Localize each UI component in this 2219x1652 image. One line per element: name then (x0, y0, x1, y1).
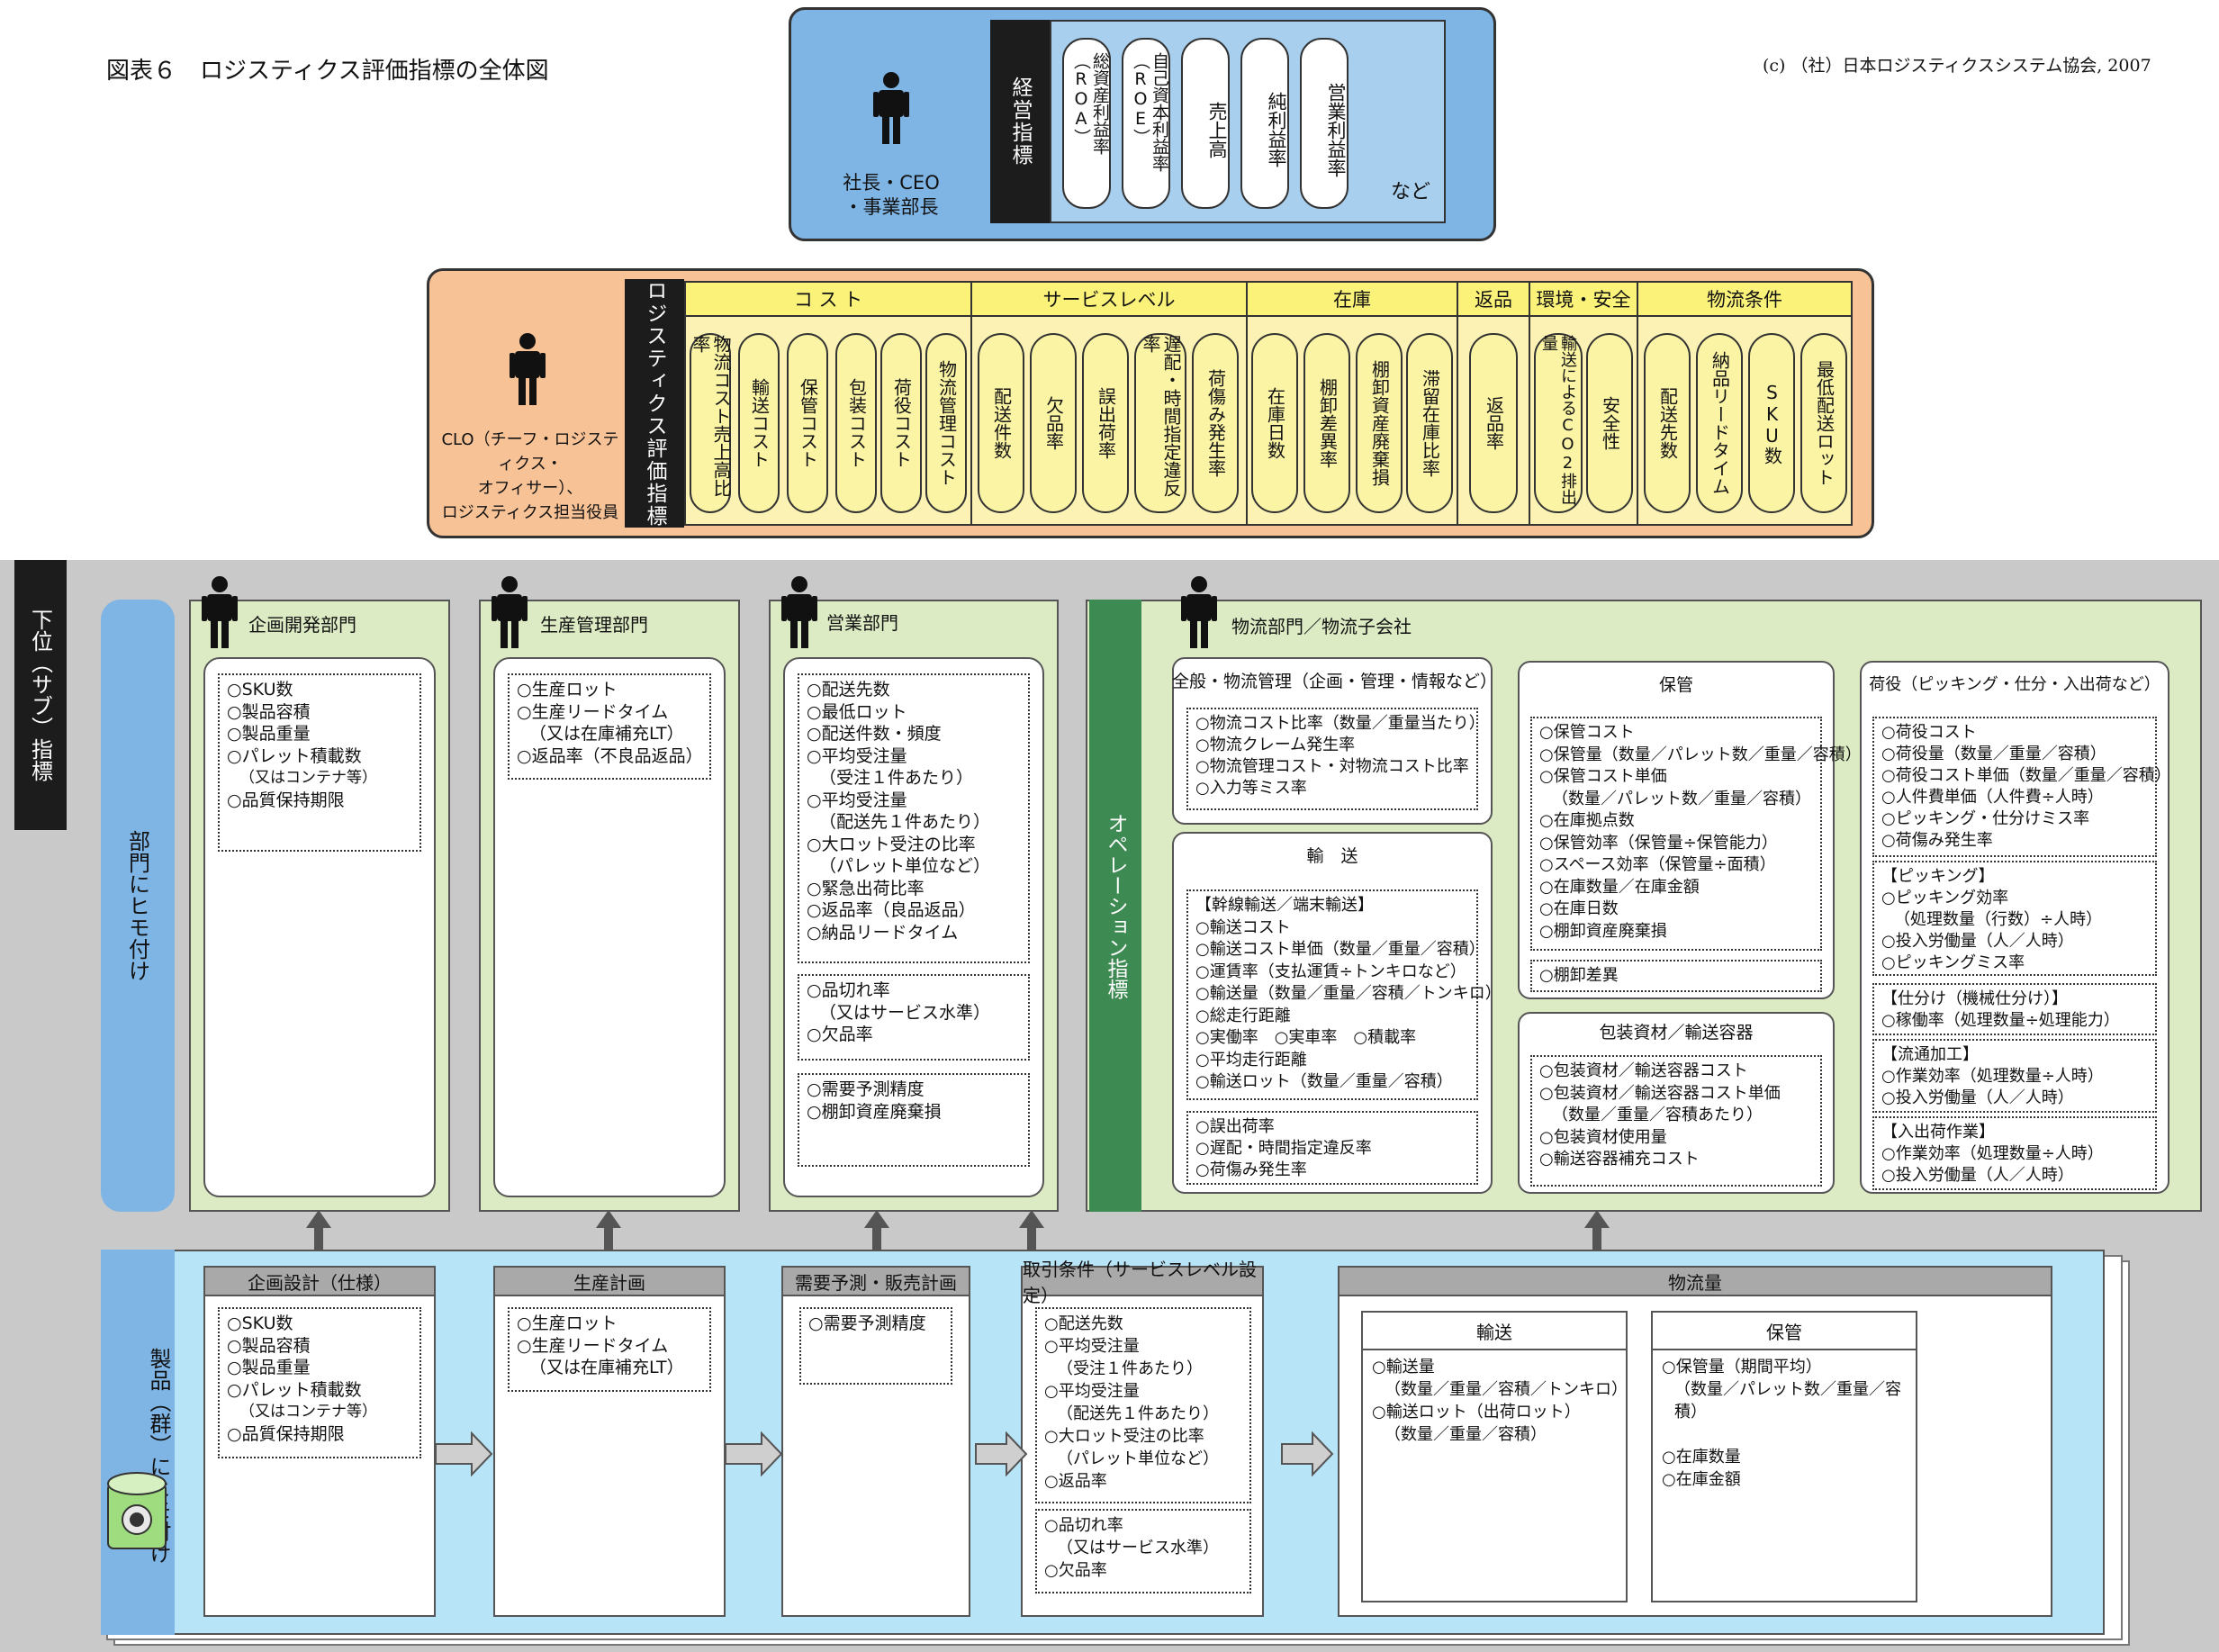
product-sub (1361, 1311, 1628, 1602)
clo-item: 欠品率 (1030, 333, 1077, 513)
product-link-label: 製品（群）にヒモ付け (101, 1250, 175, 1635)
dept-list: ○品切れ率（又はサービス水準）○欠品率 (798, 974, 1030, 1061)
metric-list: ○誤出荷率○遅配・時間指定違反率○荷傷み発生率 (1186, 1111, 1478, 1185)
product-col-title: 需要予測・販売計画 (781, 1266, 970, 1296)
person-icon (781, 569, 817, 655)
washing-machine-icon (103, 1466, 173, 1552)
metric-list: ○荷役コスト○荷役量（数量／重量／容積）○荷役コスト単価（数量／重量／容積）○人… (1872, 717, 2157, 857)
dept-title: 企画開発部門 (248, 610, 356, 636)
page-title: 図表６ ロジスティクス評価指標の全体図 (106, 52, 549, 86)
dept-title: 営業部門 (826, 609, 898, 635)
person-icon (492, 569, 528, 655)
metric-list: 【仕分け（機械仕分け）】○稼働率（処理数量÷処理能力） (1872, 983, 2157, 1035)
metric-list: ○保管コスト○保管量（数量／パレット数／重量／容積）○保管コスト単価（数量／パレ… (1530, 717, 1822, 951)
clo-group-service: サービスレベル (970, 281, 1248, 317)
flow-arrows (432, 1431, 1341, 1476)
dept-list: ○生産ロット○生産リードタイム（又は在庫補充LT）○返品率（不良品返品） (508, 673, 711, 780)
clo-group-env: 環境・安全 (1529, 281, 1638, 317)
metric-list: ○SKU数○製品容積○製品重量○パレット積載数（又はコンテナ等）○品質保持期限 (218, 1307, 421, 1458)
dept-list: ○SKU数○製品容積○製品重量○パレット積載数（又はコンテナ等）○品質保持期限 (218, 673, 421, 852)
ceo-item-roe: 自己資本利益率（ROE） (1122, 38, 1170, 209)
section-title: 荷役（ピッキング・仕分・入出荷など） (1860, 672, 2169, 695)
clo-item: 納品リードタイム (1696, 333, 1743, 513)
section-title: 全般・物流管理（企画・管理・情報など） (1172, 668, 1493, 692)
section-title: 保管 (1518, 672, 1835, 696)
copyright: (c) （社）日本ロジスティクスシステム協会, 2007 (1763, 52, 2151, 77)
clo-item: 包装コスト (835, 333, 877, 513)
clo-group-cost: コ ス ト (684, 281, 972, 317)
operation-label: オペレーション指標 (1089, 600, 1141, 1212)
clo-group-inventory: 在庫 (1246, 281, 1458, 317)
clo-item: 返品率 (1469, 333, 1518, 513)
product-col-title: 取引条件（サービスレベル設定） (1021, 1266, 1264, 1296)
clo-item: 荷役コスト (880, 333, 922, 513)
clo-item: 配送先数 (1644, 333, 1691, 513)
section-title: 輸 送 (1172, 843, 1493, 867)
link-arrows (0, 1206, 2219, 1253)
metric-list: 【流通加工】○作業効率（処理数量÷人時）○投入労働量（人／人時） (1872, 1039, 2157, 1113)
dept-list: ○需要予測精度○棚卸資産廃棄損 (798, 1073, 1030, 1167)
person-icon (510, 322, 546, 416)
person-icon (1181, 569, 1217, 655)
product-col-title: 生産計画 (493, 1266, 726, 1296)
ceo-item-roa: 総資産利益率（ROA） (1062, 38, 1111, 209)
metric-list: 【ピッキング】○ピッキング効率（処理数量（行数）÷人時）○投入労働量（人／人時）… (1872, 861, 2157, 976)
metric-list: ○棚卸差異 (1530, 960, 1822, 992)
metric-list: ○包装資材／輸送容器コスト○包装資材／輸送容器コスト単価（数量／重量／容積あたり… (1530, 1055, 1822, 1187)
dept-title: 生産管理部門 (540, 610, 648, 636)
clo-item: 保管コスト (787, 333, 828, 513)
clo-item: 滞留在庫比率 (1406, 333, 1453, 513)
dept-link-label: 部門にヒモ付け (101, 600, 175, 1212)
metric-list: ○物流コスト比率（数量／重量当たり）○物流クレーム発生率○物流管理コスト・対物流… (1186, 708, 1478, 810)
clo-item: 物流コスト売上高比率 (690, 333, 731, 513)
clo-item: 輸送コスト (738, 333, 780, 513)
person-icon (873, 61, 909, 155)
clo-label: ロジスティクス評価指標 (625, 279, 684, 528)
dept-title: 物流部門／物流子会社 (1231, 612, 1412, 638)
metric-list: ○需要予測精度 (799, 1307, 952, 1385)
ceo-label: 経営指標 (990, 20, 1050, 223)
ceo-role: 社長・CEO・事業部長 (828, 171, 954, 220)
metric-list: 【幹線輸送／端末輸送】○輸送コスト○輸送コスト単価（数量／重量／容積）○運賃率（… (1186, 889, 1478, 1100)
section-title: 包装資材／輸送容器 (1518, 1019, 1835, 1043)
clo-item: 棚卸差異率 (1303, 333, 1350, 513)
clo-item: 最低配送ロット (1800, 333, 1847, 513)
ceo-item-op-margin: 営業利益率 (1300, 38, 1349, 209)
clo-item: 荷傷み発生率 (1192, 333, 1239, 513)
clo-item: 誤出荷率 (1082, 333, 1129, 513)
person-icon (202, 569, 238, 655)
metric-list: ○生産ロット○生産リードタイム（又は在庫補充LT） (508, 1307, 711, 1392)
ceo-item-sales: 売上高 (1181, 38, 1230, 209)
product-sub-title: 保管 (1651, 1311, 1917, 1350)
metric-list: ○保管量（期間平均）（数量／パレット数／重量／容積）○在庫数量○在庫金額 (1662, 1356, 1914, 1491)
product-col-title: 物流量 (1338, 1266, 2052, 1296)
metric-list: ○品切れ率（又はサービス水準）○欠品率 (1035, 1509, 1251, 1593)
metric-list: ○輸送量（数量／重量／容積／トンキロ）○輸送ロット（出荷ロット）（数量／重量／容… (1372, 1356, 1624, 1446)
sub-indicator-label: 下位（サブ）指標 (14, 560, 67, 830)
clo-role: CLO（チーフ・ロジスティクス・オフィサー）、ロジスティクス担当役員 (436, 428, 625, 525)
ceo-more: など (1391, 176, 1430, 204)
ceo-item-net-margin: 純利益率 (1240, 38, 1289, 209)
product-col-title: 企画設計（仕様） (203, 1266, 436, 1296)
clo-group-conditions: 物流条件 (1637, 281, 1853, 317)
product-sub-title: 輸送 (1361, 1311, 1628, 1350)
clo-item: 配送件数 (978, 333, 1024, 513)
clo-item: 棚卸資産廃棄損 (1356, 333, 1403, 513)
metric-list: 【入出荷作業】○作業効率（処理数量÷人時）○投入労働量（人／人時） (1872, 1116, 2157, 1190)
clo-group-returns: 返品 (1457, 281, 1530, 317)
clo-item: SKU数 (1748, 333, 1795, 513)
clo-item: 物流管理コスト (925, 333, 967, 513)
dept-list: ○配送先数○最低ロット○配送件数・頻度○平均受注量（受注１件あたり）○平均受注量… (798, 673, 1030, 963)
clo-item: 遅配・時間指定違反率 (1134, 333, 1186, 513)
clo-item: 在庫日数 (1251, 333, 1298, 513)
clo-item: 安全性 (1586, 333, 1633, 513)
clo-item: 輸送によるCO2排出量 (1534, 333, 1583, 513)
